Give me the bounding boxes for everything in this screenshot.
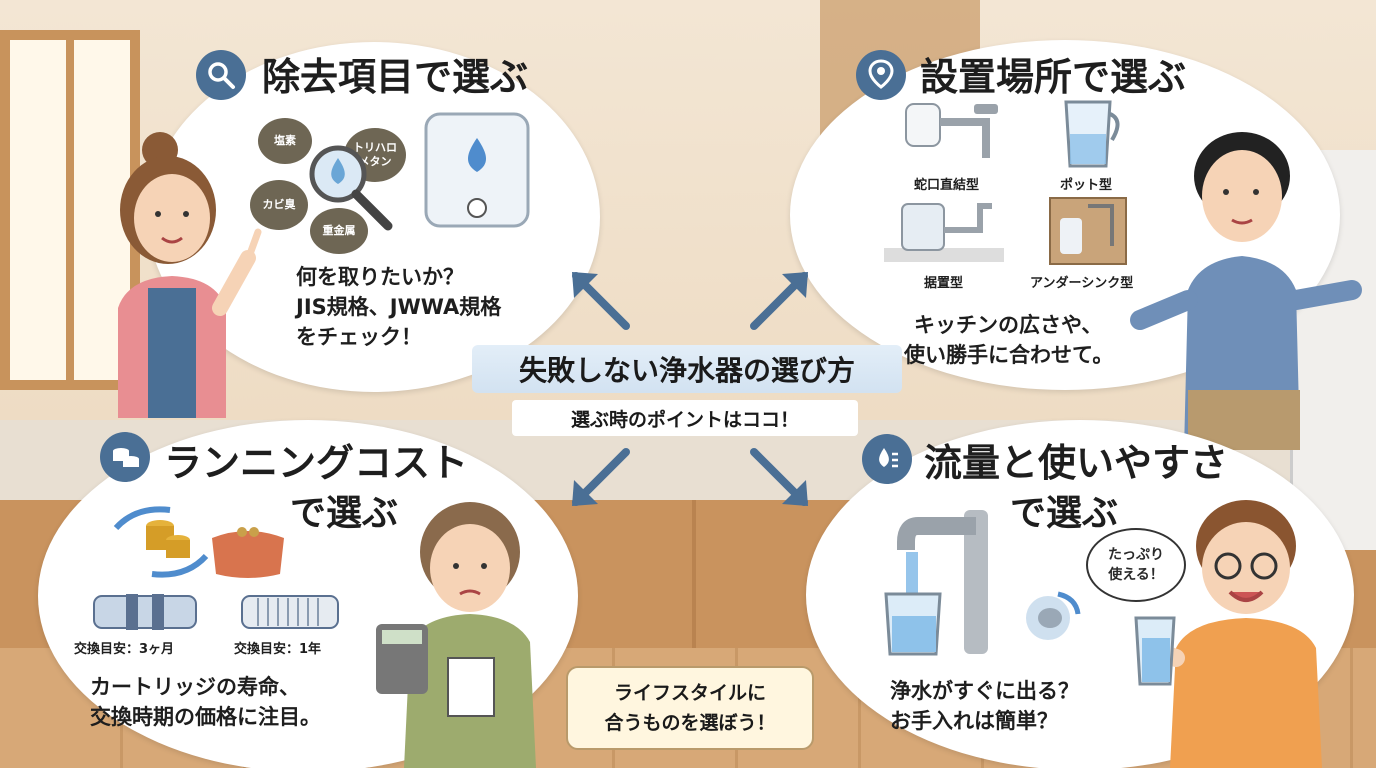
coin-purse-icon [206,514,290,580]
location-pin-icon [856,50,906,100]
cost-caption-2: 交換時期の価格に注目。 [90,705,321,729]
woman-pointing-illustration [108,128,288,418]
cost-title-line2: で選ぶ [290,493,399,534]
cost-caption-1: カートリッジの寿命、 [90,675,300,699]
magnifier-drop-icon [300,140,400,240]
flow-title-line2: で選ぶ [1010,493,1119,534]
speech-bubble: たっぷり 使える！ [1086,528,1186,602]
boy-with-glass-illustration [1130,488,1340,768]
man-explaining-illustration [1130,120,1370,450]
rotate-cartridge-icon [1018,588,1084,644]
coin-cycle-icon [106,500,216,584]
removal-caption-2: JIS規格、JWWA規格 [296,295,502,319]
cartridge-3months-icon [90,590,200,634]
search-icon [196,50,246,100]
type-faucet-mount-label: 蛇口直結型 [914,178,980,193]
location-caption-2: 使い勝手に合わせて。 [904,343,1114,367]
subtitle: 選ぶ時のポイントはココ！ [512,400,858,436]
lifestyle-note: ライフスタイルに 合うものを選ぼう！ [566,666,814,750]
type-under-sink-label: アンダーシンク型 [1030,276,1134,291]
flow-title-line1: 流量と使いやすさ [924,441,1229,485]
coins-icon [100,432,150,482]
speech-line-2: 使える！ [1108,567,1164,583]
countertop-unit-icon [884,196,1004,266]
note-line-2: 合うものを選ぼう！ [604,712,776,734]
arrow-to-cost [564,444,634,514]
removal-caption-3: をチェック！ [296,325,422,349]
faucet-mount-icon [900,98,1010,170]
arrow-to-location [746,264,816,334]
faucet-glass-icon [880,498,1010,658]
substance-heavy-metal: 重金属 [310,208,368,254]
water-drop-icon [862,434,912,484]
removal-caption-1: 何を取りたいか？ [296,265,464,289]
type-pitcher-label: ポット型 [1060,178,1113,193]
cartridge-1year-icon [238,590,342,634]
removal-title: 除去項目で選ぶ [262,55,529,99]
woman-calculator-illustration [374,492,564,768]
substance-mold-odor: カビ臭 [250,180,308,230]
speech-line-1: たっぷり [1108,547,1164,563]
location-caption-1: キッチンの広さや、 [914,313,1103,337]
flow-caption-1: 浄水がすぐに出る？ [890,679,1079,703]
flow-caption-2: お手入れは簡単？ [890,709,1058,733]
purifier-unit-icon [422,108,532,230]
arrow-to-flow [746,444,816,514]
note-line-1: ライフスタイルに [613,682,766,704]
main-title: 失敗しない浄水器の選び方 [472,345,902,393]
under-sink-icon [1048,196,1128,266]
cost-title-line1: ランニングコスト [164,441,469,485]
arrow-to-removal [564,264,634,334]
location-title: 設置場所で選ぶ [920,55,1187,99]
substance-chlorine: 塩素 [258,118,312,164]
cartridge-3months-label: 交換目安：3ヶ月 [74,642,175,657]
cartridge-1year-label: 交換目安：1年 [234,642,322,657]
type-countertop-label: 据置型 [924,276,964,291]
pitcher-icon [1056,96,1126,170]
